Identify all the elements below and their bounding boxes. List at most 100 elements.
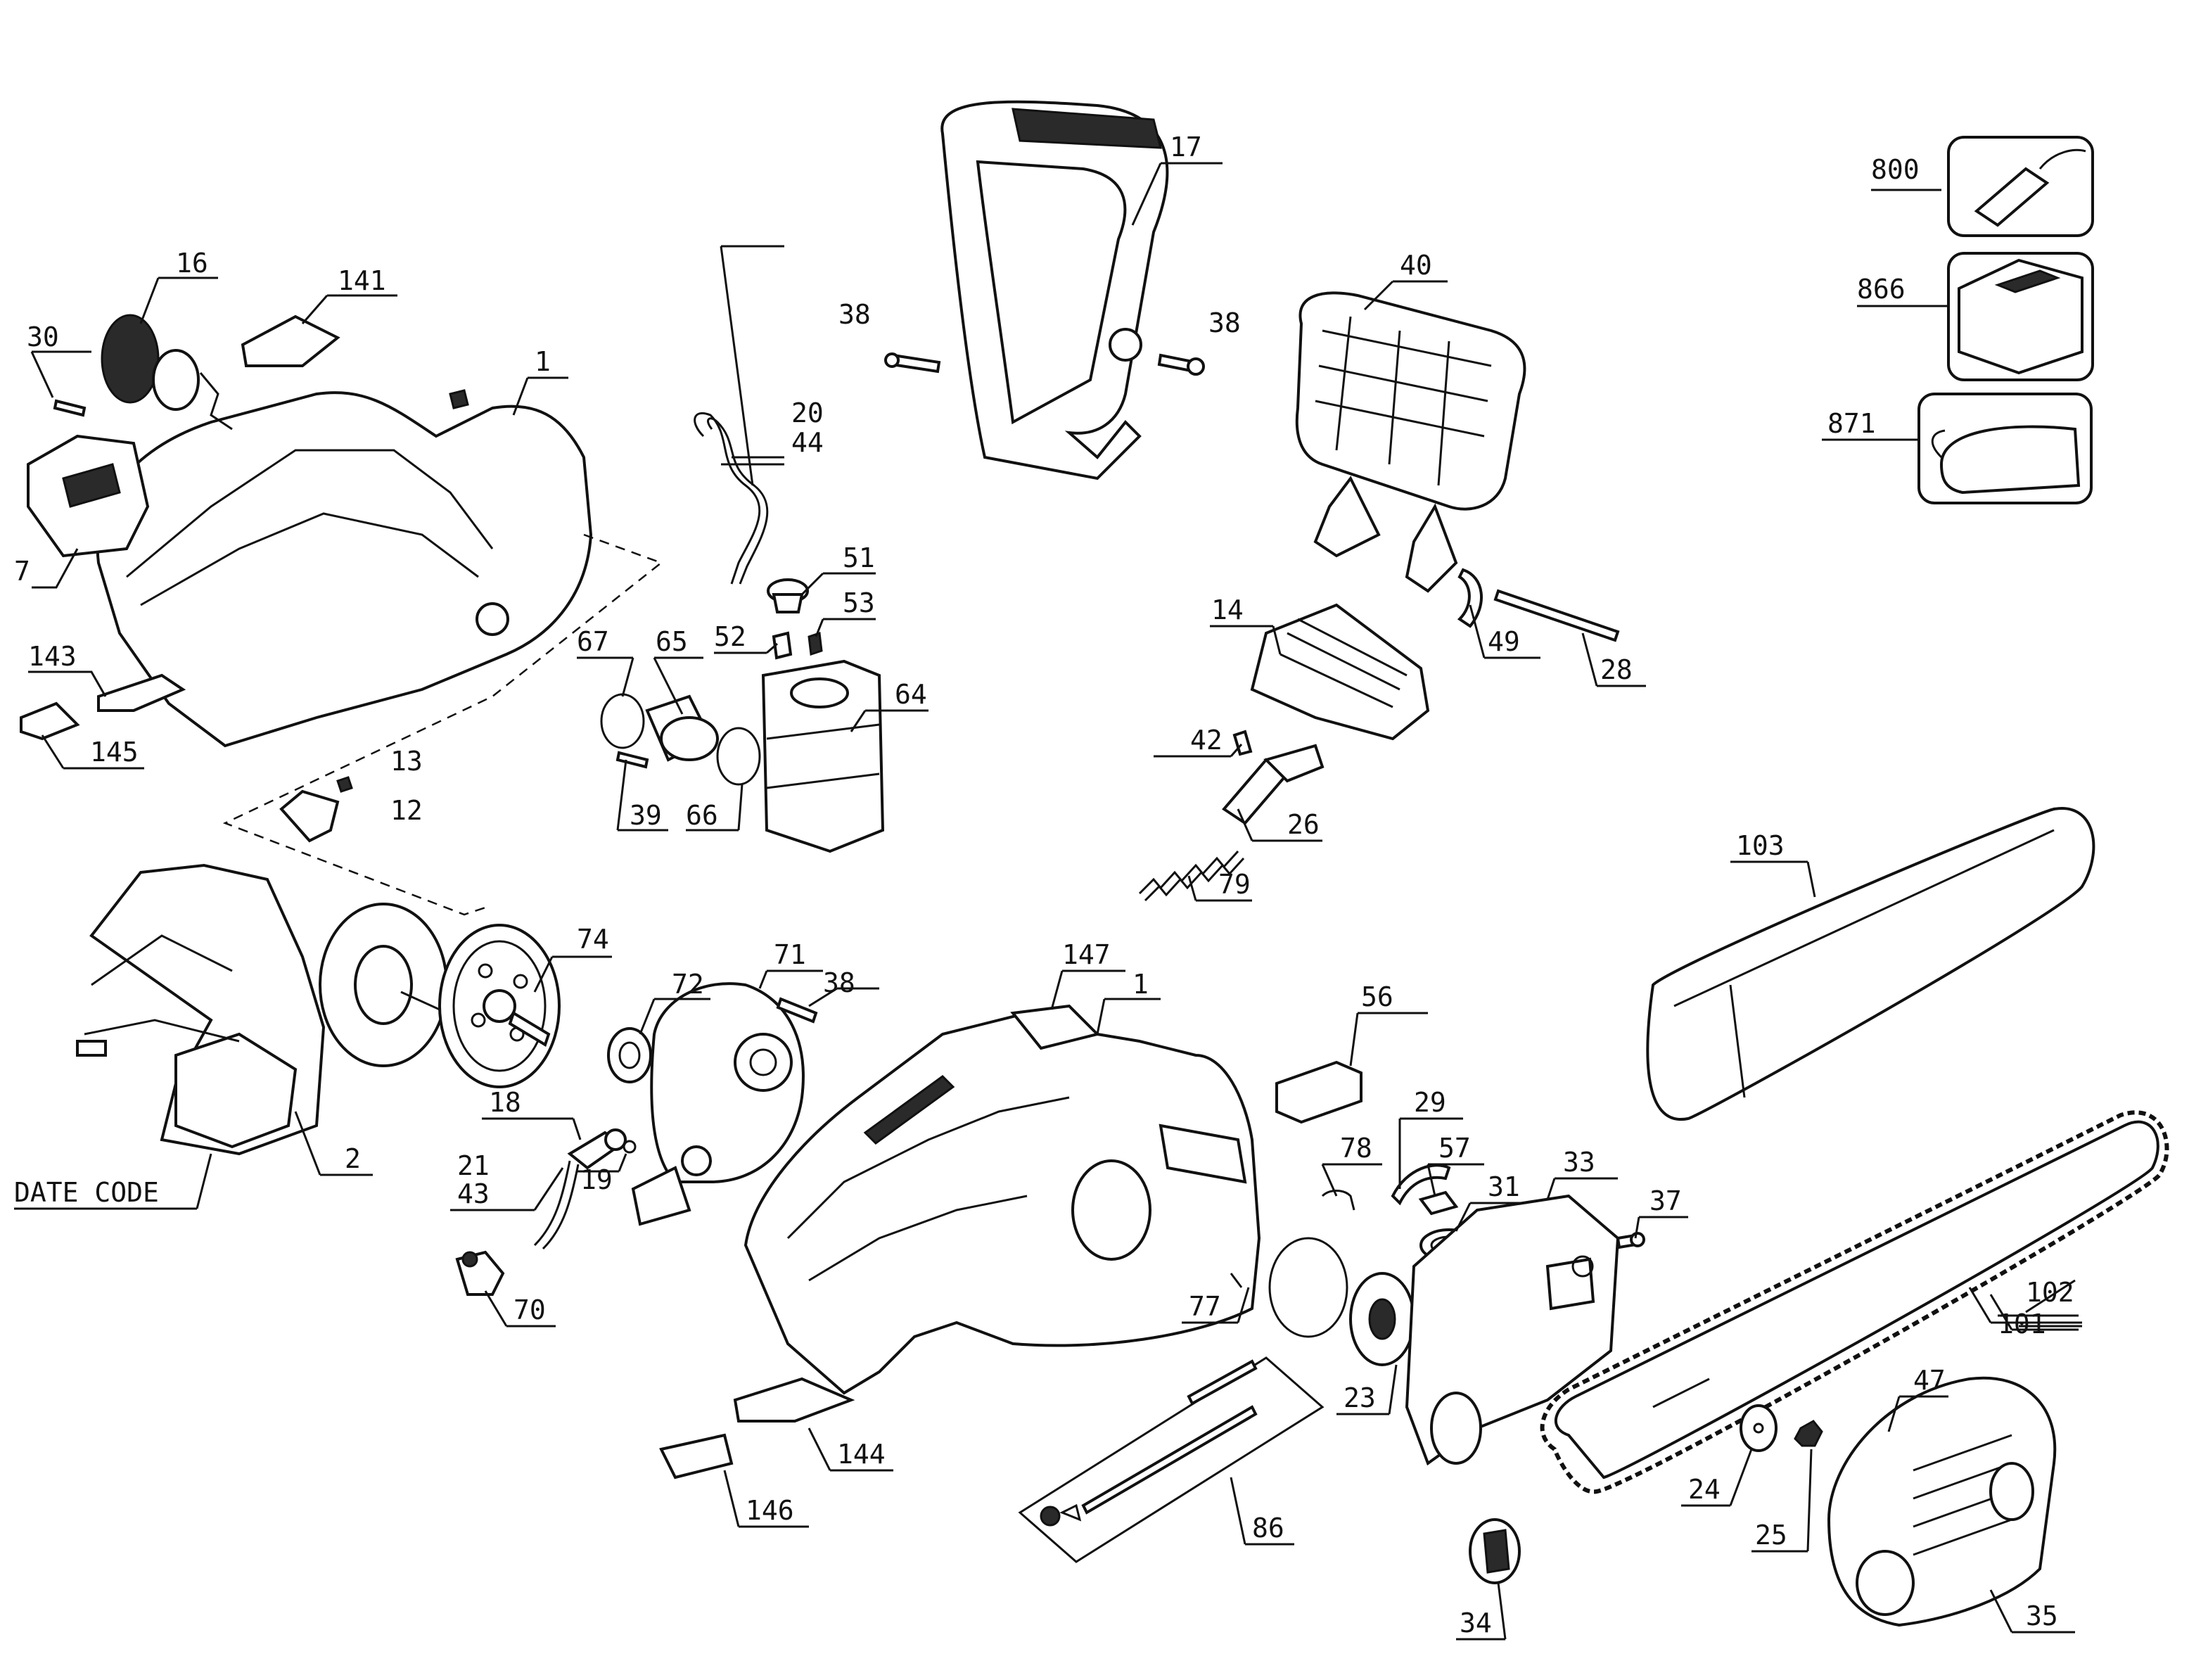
callout-74: 74 — [577, 924, 609, 955]
part-2-motor-plate — [319, 903, 479, 1067]
callout-date-code: DATE CODE — [14, 1177, 159, 1208]
part-brake-band — [1268, 1237, 1348, 1338]
part-1-housing-right — [744, 1011, 1261, 1395]
callout-102: 102 — [2026, 1277, 2074, 1308]
part-38-screw-gear — [776, 997, 818, 1024]
part-77-pin — [1230, 1273, 1243, 1288]
part-18-fitting — [567, 1128, 627, 1170]
callout-67: 67 — [577, 626, 609, 657]
callout-20: 20 — [791, 397, 824, 428]
callout-77: 77 — [1189, 1291, 1221, 1322]
callout-31: 31 — [1488, 1171, 1520, 1202]
callout-78: 78 — [1340, 1133, 1372, 1164]
part-29-shoe — [1391, 1164, 1451, 1206]
callout-16: 16 — [176, 248, 208, 279]
part-20-44-hose — [694, 412, 769, 585]
part-103-bar-cover — [1646, 807, 2095, 1121]
part-38-pin-left — [884, 352, 941, 374]
part-101-guide-bar — [1554, 1120, 2159, 1479]
part-144-label — [733, 1377, 855, 1423]
part-28-rod — [1493, 589, 1620, 642]
callout-7: 7 — [14, 556, 30, 587]
callout-143: 143 — [28, 641, 77, 672]
callout-64: 64 — [895, 679, 927, 710]
callout-65: 65 — [656, 626, 688, 657]
callout-13: 13 — [390, 746, 423, 777]
callout-86: 86 — [1252, 1513, 1284, 1544]
part-74-gear — [438, 924, 561, 1088]
callout-101: 101 — [1998, 1309, 2046, 1339]
part-79-spring — [1138, 850, 1245, 902]
part-26-trigger — [1222, 744, 1325, 825]
callout-144: 144 — [837, 1439, 886, 1470]
callout-38-right: 38 — [1208, 307, 1241, 338]
callout-866: 866 — [1857, 274, 1906, 305]
callout-26: 26 — [1287, 809, 1320, 840]
part-12-switch — [279, 789, 340, 843]
part-16-coil — [101, 314, 233, 431]
callout-12: 12 — [390, 795, 423, 826]
part-40-hand-guard — [1295, 291, 1526, 593]
callout-24: 24 — [1688, 1474, 1721, 1505]
callout-141: 141 — [338, 265, 386, 296]
part-39-screw — [615, 751, 649, 769]
part-71-gear-cover — [631, 982, 805, 1226]
part-66-o-ring — [716, 727, 761, 786]
callout-70: 70 — [513, 1294, 546, 1325]
part-145-label — [20, 701, 80, 741]
callout-51: 51 — [843, 542, 875, 573]
housing-group-outline — [222, 533, 663, 916]
part-49-clip — [1457, 568, 1483, 628]
part-38-pin-right — [1157, 353, 1205, 376]
callout-39: 39 — [630, 800, 662, 831]
part-37-screw — [1616, 1232, 1645, 1249]
callout-47: 47 — [1913, 1365, 1946, 1396]
callout-44: 44 — [791, 427, 824, 458]
callout-28: 28 — [1600, 654, 1633, 685]
callout-30: 30 — [27, 322, 59, 352]
part-2-motor-assembly — [76, 863, 326, 1156]
callout-146: 146 — [746, 1495, 794, 1526]
callout-79: 79 — [1218, 869, 1251, 900]
part-146-label — [659, 1433, 734, 1479]
callout-25: 25 — [1755, 1520, 1787, 1551]
part-57-pad — [1418, 1190, 1459, 1216]
callout-145: 145 — [90, 737, 139, 768]
callout-2: 2 — [345, 1143, 361, 1174]
part-1-housing-left — [96, 389, 593, 748]
part-64-oil-tank — [761, 659, 885, 853]
callout-49: 49 — [1488, 626, 1520, 657]
callout-43: 43 — [457, 1178, 490, 1209]
part-65-pump-body — [645, 694, 719, 762]
callout-35: 35 — [2026, 1601, 2058, 1631]
callout-18: 18 — [489, 1087, 521, 1118]
callout-42: 42 — [1190, 725, 1223, 756]
part-7-end-cap — [27, 434, 150, 558]
part-52-valve — [772, 631, 793, 660]
part-14-grip-pad — [1250, 603, 1430, 741]
part-102-saw-chain — [1540, 1110, 2169, 1494]
callout-52: 52 — [714, 621, 746, 652]
part-21-43-hose — [533, 1160, 580, 1250]
part-23-sprocket — [1349, 1272, 1415, 1366]
callout-800: 800 — [1871, 154, 1920, 185]
part-19-o-ring — [623, 1140, 637, 1154]
callout-56: 56 — [1361, 981, 1393, 1012]
part-72-bearing — [607, 1027, 652, 1083]
callout-72: 72 — [672, 969, 704, 1000]
callout-17: 17 — [1170, 132, 1202, 163]
part-67-o-ring — [600, 693, 645, 749]
part-34-oil-cap — [1469, 1518, 1521, 1584]
part-871-charger-box — [1917, 393, 2093, 504]
callout-19: 19 — [580, 1164, 613, 1195]
callout-33: 33 — [1563, 1147, 1595, 1178]
callout-38-left: 38 — [838, 299, 871, 330]
callout-1-main: 1 — [1132, 969, 1149, 1000]
part-51-cap — [767, 578, 809, 613]
callout-147: 147 — [1062, 939, 1111, 970]
callout-871: 871 — [1827, 408, 1876, 439]
part-141-label — [241, 314, 340, 367]
part-30-screw — [53, 399, 87, 417]
callout-40: 40 — [1400, 250, 1432, 281]
